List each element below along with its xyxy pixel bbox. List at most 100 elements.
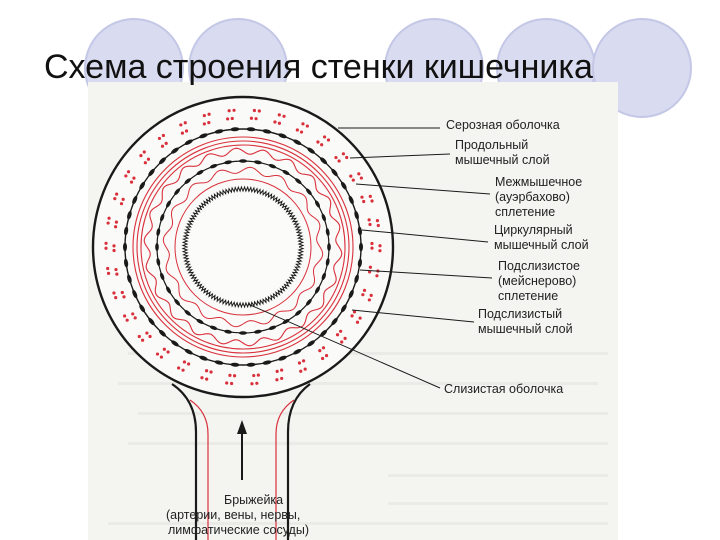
serosa-vessel-dot xyxy=(341,152,346,156)
muscle-spindle xyxy=(224,329,233,334)
serosa-vessel-dot xyxy=(368,265,372,269)
mesentery-stalk xyxy=(171,383,311,540)
leader-line xyxy=(351,309,475,323)
serosa-vessel-dot xyxy=(159,355,164,359)
label-auerbach-plexus: Межмышечное (ауэрбахово) сплетение xyxy=(495,175,586,219)
serosa-vessel-dot xyxy=(227,109,231,113)
muscle-spindle xyxy=(331,317,338,326)
serosa-vessel-dot xyxy=(257,109,261,113)
muscle-spindle xyxy=(359,242,363,252)
serosa-vessel-dot xyxy=(177,366,181,370)
serosa-vessel-dot xyxy=(187,362,191,366)
serosa-vessel-dot xyxy=(295,128,299,132)
muscle-spindle xyxy=(124,226,129,236)
muscle-spindle xyxy=(160,272,165,281)
serosa-vessel-dot xyxy=(113,197,117,201)
serosa-vessel-dot xyxy=(280,368,284,372)
lumen xyxy=(189,193,297,301)
serosa-vessel-dot xyxy=(368,222,372,227)
serosa-vessel-dot xyxy=(129,180,134,184)
serosa-vessel-dot xyxy=(114,225,118,229)
muscle-spindle xyxy=(184,349,193,355)
serosa-vessel-dot xyxy=(155,352,160,356)
muscle-spindle xyxy=(209,325,218,330)
muscle-spindle xyxy=(305,188,312,195)
muscle-spindle xyxy=(321,213,326,222)
serosa-vessel-dot xyxy=(225,381,229,385)
serosa-vessel-dot xyxy=(207,112,211,116)
serosa-vessel-dot xyxy=(337,159,341,163)
serosa-vessel-dot xyxy=(345,155,349,160)
muscle-spindle xyxy=(348,195,354,205)
serosa-vessel-dot xyxy=(106,221,110,225)
serosa-vessel-dot xyxy=(143,161,147,165)
muscle-spindle xyxy=(262,129,272,134)
serosa-vessel-dot xyxy=(326,138,331,142)
muscle-spindle xyxy=(268,325,277,330)
circular-muscle-ring xyxy=(136,140,350,354)
serosa-vessel-dot xyxy=(368,194,372,198)
label-mesentery: Брыжейка (артерии, вены, нервы, лимфатич… xyxy=(166,493,309,537)
muscle-spindle xyxy=(340,181,347,190)
serosa-vessel-dot xyxy=(131,312,135,316)
circular-muscle-ring xyxy=(132,136,354,358)
serosa-vessel-dot xyxy=(180,131,185,135)
muscle-spindle xyxy=(278,133,287,139)
serosa-vessel-dot xyxy=(145,331,149,335)
serosa-vessel-dot xyxy=(360,195,364,199)
muscle-spindle xyxy=(321,272,326,281)
slide-title: Схема строения стенки кишечника xyxy=(44,48,593,86)
serosa-vessel-dot xyxy=(183,121,187,125)
muscle-spindle xyxy=(184,139,193,145)
muscle-spindle xyxy=(209,164,218,169)
leader-lines xyxy=(247,127,493,389)
serosa-vessel-dot xyxy=(334,155,338,160)
serosa-vessel-dot xyxy=(362,288,367,292)
muscle-spindle xyxy=(348,289,354,299)
serosa-vessel-dot xyxy=(181,368,185,372)
muscle-spindle xyxy=(253,329,262,334)
muscle-spindle xyxy=(156,228,161,237)
muscle-spindle xyxy=(278,355,287,361)
muscle-spindle xyxy=(199,133,208,139)
serosa-vessel-dot xyxy=(376,223,380,228)
leader-line xyxy=(349,153,451,159)
muscle-spindle xyxy=(139,181,146,190)
muscle-spindle xyxy=(295,309,302,316)
muscle-spindle xyxy=(132,195,138,205)
serosa-vessel-dot xyxy=(370,241,374,246)
serosa-vessel-dot xyxy=(303,367,307,371)
muscle-spindle xyxy=(127,274,132,284)
serosa-vessel-dot xyxy=(320,143,324,147)
serosa-vessel-dot xyxy=(148,334,152,339)
bleed-through-texture xyxy=(108,352,608,525)
muscle-spindle xyxy=(127,210,132,220)
serosa-vessel-dot xyxy=(104,241,108,245)
serosa-vessel-dot xyxy=(301,359,306,363)
muscle-spindle xyxy=(184,178,191,185)
serosa-vessel-dot xyxy=(254,117,258,121)
serosa-vessel-dot xyxy=(370,246,374,250)
serosa-vessel-dot xyxy=(137,334,141,339)
muscle-spindle xyxy=(314,286,321,294)
muscle-spindle xyxy=(214,129,224,134)
serosa-vessel-dot xyxy=(249,116,254,120)
label-meissner-plexus: Подслизистое (мейснерово) сплетение xyxy=(498,259,583,303)
serosa-vessel-dot xyxy=(228,373,232,377)
muscle-spindle xyxy=(327,243,331,251)
serosa-vessel-dot xyxy=(160,144,165,148)
serosa-vessel-dot xyxy=(359,176,363,180)
mesentery-arrow xyxy=(237,420,247,480)
serosa-vessel-dot xyxy=(322,135,327,139)
mucosa-villi xyxy=(181,185,305,309)
serosa-vessel-dot xyxy=(164,141,168,145)
muscle-spindle xyxy=(357,226,362,236)
muscle-spindle xyxy=(314,200,321,208)
muscle-spindle xyxy=(199,355,208,361)
muscle-spindle xyxy=(224,160,233,165)
serosa-vessel-dot xyxy=(166,350,170,354)
serosa-vessel-dot xyxy=(355,320,360,324)
serosa-vessel-dot xyxy=(106,266,110,271)
muscle-spindle xyxy=(262,360,272,365)
serosa-vessel-dot xyxy=(282,114,286,118)
